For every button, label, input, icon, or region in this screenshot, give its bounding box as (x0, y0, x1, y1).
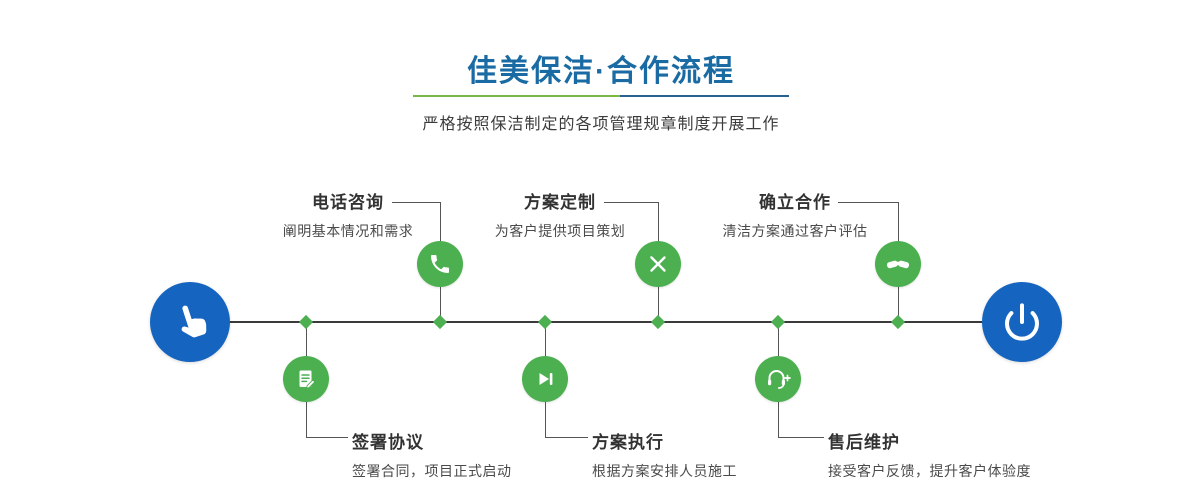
design-icon (650, 256, 666, 272)
connector-line (604, 202, 658, 203)
step-sign-agreement: 签署协议 签署合同，项目正式启动 (352, 428, 512, 481)
step-phone-consult: 电话咨询 阐明基本情况和需求 (228, 188, 468, 241)
contract-icon (299, 370, 316, 389)
connector-line (658, 284, 659, 322)
step-node-design (635, 241, 681, 287)
connector-line (306, 322, 307, 358)
step-desc: 为客户提供项目策划 (494, 223, 626, 239)
connector-line (392, 202, 440, 203)
play-icon (539, 373, 553, 385)
step-node-support (755, 356, 801, 402)
connector-line (545, 437, 588, 438)
step-plan-design: 方案定制 为客户提供项目策划 (440, 188, 680, 241)
timeline-diamond (650, 314, 666, 330)
page-subtitle: 严格按照保洁制定的各项管理规章制度开展工作 (422, 116, 780, 133)
connector-line (545, 322, 546, 358)
step-node-handshake (875, 241, 921, 287)
connector-line (658, 202, 659, 242)
phone-icon (431, 255, 449, 273)
connector-line (545, 400, 546, 438)
connector-line (778, 400, 779, 438)
headset-icon (768, 370, 791, 389)
timeline-diamond (537, 314, 553, 330)
step-desc: 接受客户反馈，提升客户体验度 (828, 463, 1031, 479)
step-title: 方案执行 (592, 433, 664, 452)
step-title: 确立合作 (759, 193, 831, 212)
timeline-start-node (150, 282, 230, 362)
step-title: 方案定制 (524, 193, 596, 212)
step-title: 签署协议 (352, 433, 424, 452)
step-after-sales: 售后维护 接受客户反馈，提升客户体验度 (828, 428, 1031, 481)
connector-line (898, 284, 899, 322)
underline-green-segment (413, 95, 620, 97)
timeline-diamond (432, 314, 448, 330)
step-plan-execute: 方案执行 根据方案安排人员施工 (592, 428, 737, 481)
connector-line (440, 202, 441, 242)
step-title: 电话咨询 (312, 193, 384, 212)
step-title: 售后维护 (828, 433, 900, 452)
hand-pointer-icon (181, 305, 207, 338)
step-node-contract (283, 356, 329, 402)
connector-line (778, 437, 824, 438)
step-confirm-cooperation: 确立合作 清洁方案通过客户评估 (675, 188, 915, 241)
step-desc: 阐明基本情况和需求 (282, 223, 414, 239)
connector-line (838, 202, 898, 203)
timeline-end-node (982, 282, 1062, 362)
step-desc: 签署合同，项目正式启动 (352, 463, 512, 479)
underline-blue-segment (619, 95, 789, 97)
timeline-diamond (770, 314, 786, 330)
step-node-phone (417, 241, 463, 287)
step-desc: 根据方案安排人员施工 (592, 463, 737, 479)
power-icon (1005, 303, 1039, 341)
connector-line (440, 284, 441, 322)
title-underline (413, 95, 789, 97)
connector-line (898, 202, 899, 242)
step-desc: 清洁方案通过客户评估 (722, 223, 868, 239)
handshake-icon (886, 260, 910, 269)
timeline-line (190, 321, 1022, 323)
timeline-diamond (890, 314, 906, 330)
timeline-diamond (298, 314, 314, 330)
page-title: 佳美保洁·合作流程 (467, 55, 735, 88)
connector-line (778, 322, 779, 358)
connector-line (306, 437, 348, 438)
step-node-execute (522, 356, 568, 402)
connector-line (306, 400, 307, 438)
